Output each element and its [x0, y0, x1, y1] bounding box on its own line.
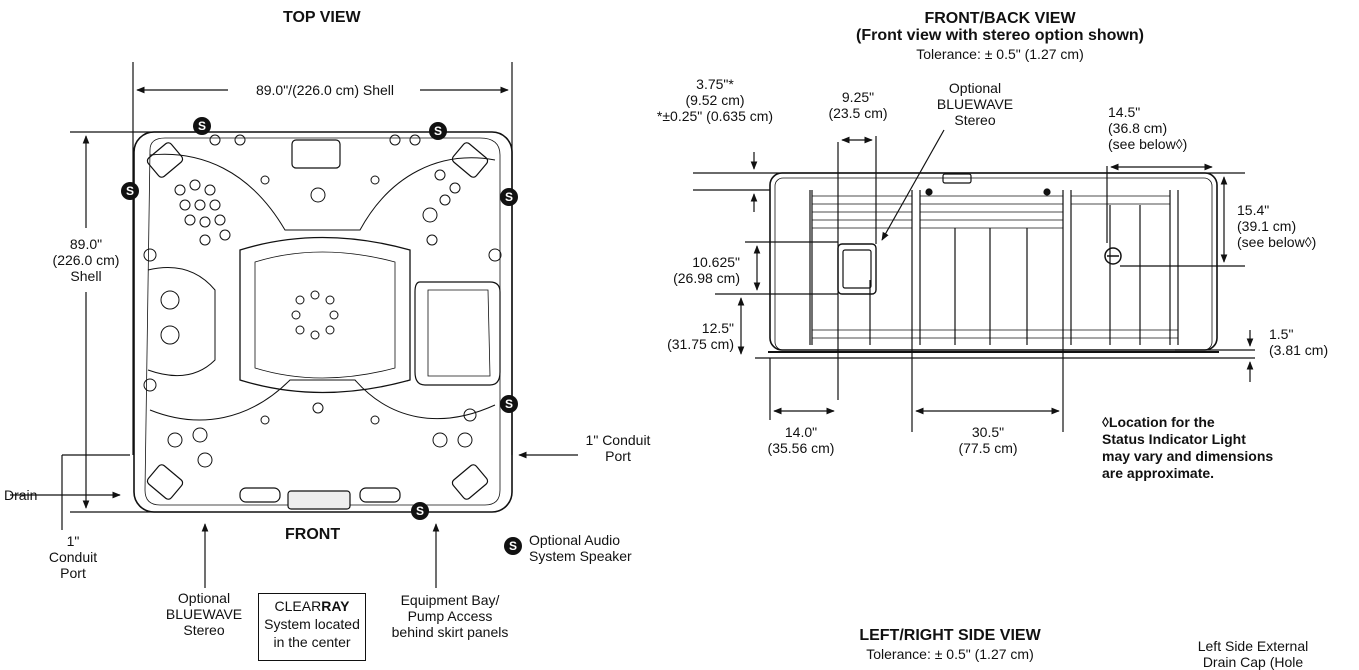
front-view-subtitle: (Front view with stereo option shown)	[856, 27, 1144, 44]
shell-depth-dimension: 89.0" (226.0 cm) Shell	[52, 236, 120, 284]
speaker-letter: S	[509, 539, 517, 553]
speaker-letter: S	[198, 119, 206, 133]
front-label: FRONT	[285, 526, 341, 543]
speaker-markers	[121, 117, 522, 555]
conduit-port-left-label: 1" Conduit Port	[48, 533, 98, 581]
speaker-letter: S	[126, 184, 134, 198]
speaker-letter: S	[434, 124, 442, 138]
speaker-marker-legend	[504, 537, 522, 555]
drain-label: Drain	[4, 487, 38, 503]
speaker-marker-2	[429, 122, 447, 140]
clearray-box: CLEARRAY System located in the center	[258, 593, 366, 661]
speaker-marker-3	[121, 182, 139, 200]
base-rail-dimension: 1.5" (3.81 cm)	[1269, 326, 1329, 358]
front-stereo-label: Optional BLUEWAVE Stereo	[936, 80, 1014, 128]
side-view-title: LEFT/RIGHT SIDE VIEW	[859, 627, 1041, 644]
center-panel-dimension: 30.5" (77.5 cm)	[958, 424, 1018, 456]
light-offset-dimension: 14.5" (36.8 cm) (see below◊)	[1108, 104, 1188, 152]
equipment-bay-label: Equipment Bay/ Pump Access behind skirt …	[391, 592, 509, 640]
stereo-option-label: Optional BLUEWAVE Stereo	[165, 590, 243, 638]
stereo-height-dimension: 10.625" (26.98 cm)	[673, 254, 740, 286]
shell-width-dimension: 89.0"/(226.0 cm) Shell	[255, 82, 395, 98]
lip-dimension: 3.75"* (9.52 cm) *±0.25" (0.635 cm)	[656, 76, 774, 124]
speaker-marker-6	[411, 502, 429, 520]
speaker-letter: S	[505, 190, 513, 204]
front-view-drawing	[693, 129, 1255, 432]
front-view-title: FRONT/BACK VIEW	[924, 10, 1076, 27]
speaker-legend-label: Optional Audio System Speaker	[529, 532, 632, 564]
drain-cap-label: Left Side External Drain Cap (Hole	[1197, 638, 1309, 670]
speaker-letter: S	[505, 397, 513, 411]
light-height-dimension: 15.4" (39.1 cm) (see below◊)	[1237, 202, 1317, 250]
front-view-tolerance: Tolerance: ± 0.5" (1.27 cm)	[916, 46, 1084, 62]
clearray-title: CLEARRAY	[274, 598, 350, 614]
speaker-letter: S	[416, 504, 424, 518]
speaker-marker-1	[193, 117, 211, 135]
speaker-marker-5	[500, 395, 518, 413]
stereo-base-dimension: 12.5" (31.75 cm)	[667, 320, 734, 352]
speaker-marker-4	[500, 188, 518, 206]
conduit-port-right-label: 1" Conduit Port	[585, 432, 651, 464]
top-view-drawing	[10, 62, 578, 588]
clearray-line-2: System located	[264, 616, 360, 632]
status-light-note: ◊Location for the Status Indicator Light…	[1102, 414, 1274, 481]
stereo-width-dimension: 9.25" (23.5 cm)	[828, 89, 888, 121]
corner-panel-dimension: 14.0" (35.56 cm)	[767, 424, 835, 456]
side-view-tolerance: Tolerance: ± 0.5" (1.27 cm)	[866, 646, 1034, 662]
clearray-line-3: in the center	[273, 634, 351, 650]
top-view-title: TOP VIEW	[283, 9, 361, 26]
